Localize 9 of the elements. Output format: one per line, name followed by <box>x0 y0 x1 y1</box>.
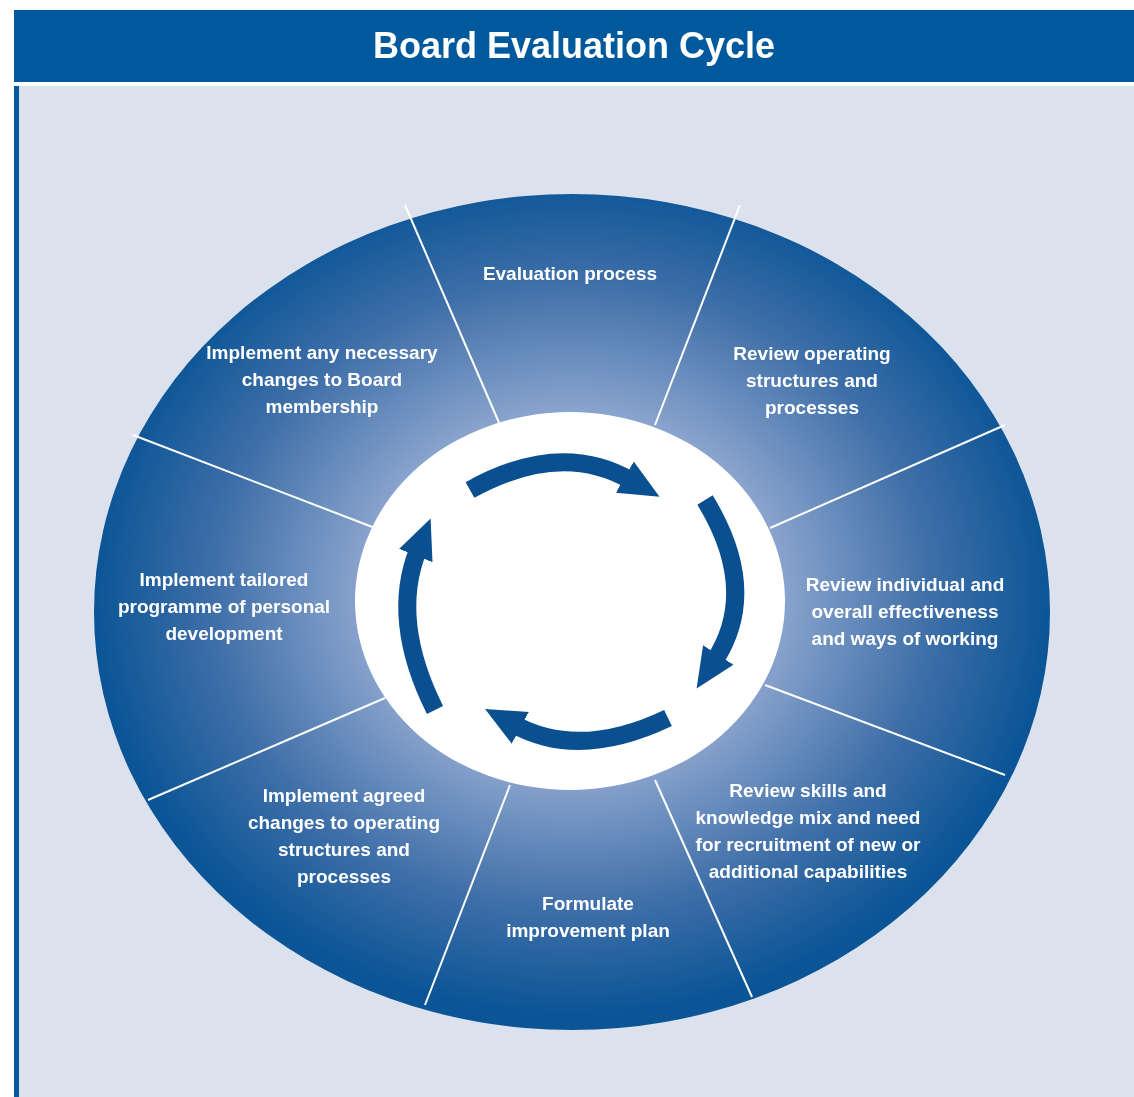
segment-label: Implement tailored programme of personal development <box>99 565 349 647</box>
segment-label: Review operating structures and processes <box>712 339 912 421</box>
segment-label: Review individual and overall effectiveness and ways of working <box>805 570 1005 652</box>
title: Board Evaluation Cycle <box>371 24 777 68</box>
segment-label: Review skills and knowledge mix and need for recruitment of new or additional capabilities <box>695 777 921 885</box>
segment-label: Evaluation process <box>450 259 690 287</box>
segment-label: Implement any necessary changes to Board membership <box>202 338 442 420</box>
segment-label: Implement agreed changes to operating structures and processes <box>231 782 457 890</box>
segment-label: Formulate improvement plan <box>483 890 693 944</box>
